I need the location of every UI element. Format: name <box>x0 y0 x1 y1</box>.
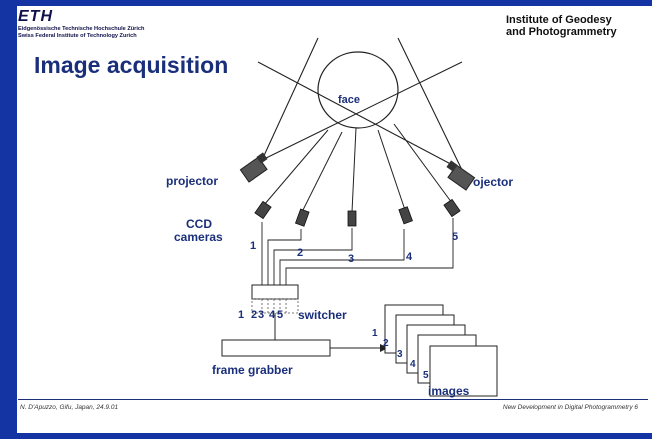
footer-author: N. D'Apuzzo, Gifu, Japan, 24.9.01 <box>20 404 119 411</box>
institute-name: Institute of Geodesy and Photogrammetry <box>506 14 646 38</box>
institute-line-2: and Photogrammetry <box>506 26 617 38</box>
image-frame-5 <box>429 345 498 397</box>
projector-right-label: ojector <box>473 175 513 189</box>
frame-grabber-label: frame grabber <box>212 363 293 377</box>
switcher-ports-box <box>251 298 299 314</box>
switcher-box <box>251 284 299 300</box>
camera-2-icon <box>294 208 310 227</box>
images-label: images <box>428 384 470 398</box>
projection-beams <box>257 37 463 171</box>
camera-3-icon <box>347 210 357 227</box>
projector-left-label: projector <box>166 174 218 188</box>
camera-number-3: 3 <box>348 253 354 265</box>
image-stack <box>384 304 498 397</box>
left-beam-inner <box>261 61 463 161</box>
image-number-1: 1 <box>372 328 378 339</box>
camera-4-icon <box>398 206 413 225</box>
top-frame-bar <box>0 0 652 6</box>
switcher-label: switcher <box>298 308 347 322</box>
left-frame-bar <box>0 0 17 439</box>
right-beam-outer <box>397 37 463 171</box>
image-number-4: 4 <box>410 359 416 370</box>
image-number-3: 3 <box>397 349 403 360</box>
projector-right-icon <box>446 160 476 191</box>
camera-number-4: 4 <box>406 251 413 263</box>
switcher-port-1: 1 <box>238 309 244 321</box>
eth-logo: ETH <box>18 8 53 25</box>
frame-grabber-box <box>221 339 331 357</box>
camera-1-icon <box>254 200 272 220</box>
camera-number-2: 2 <box>297 247 303 259</box>
university-name: Eidgenössische Technische Hochschule Zür… <box>18 26 144 40</box>
ccd-label-line-2: cameras <box>174 230 223 244</box>
camera-cables <box>261 218 454 285</box>
university-line-2: Swiss Federal Institute of Technology Zu… <box>18 33 137 39</box>
footer-talk-title: New Development in Digital Photogrammetr… <box>502 404 638 411</box>
left-beam-outer <box>261 37 319 161</box>
camera-5-icon <box>443 198 461 218</box>
institute-line-1: Institute of Geodesy <box>506 14 612 26</box>
face-label: face <box>338 94 360 106</box>
switcher-port-4: 4 <box>269 309 276 321</box>
image-number-5: 5 <box>423 370 429 381</box>
ccd-label-line-1: CCD <box>186 217 212 231</box>
face-outline <box>317 51 399 129</box>
camera-number-5: 5 <box>452 231 458 243</box>
camera-number-1: 1 <box>250 240 256 252</box>
footer-divider <box>18 399 648 400</box>
right-beam-inner <box>257 61 463 171</box>
image-number-2: 2 <box>383 338 389 349</box>
switcher-port-2: 2 <box>251 309 257 321</box>
switcher-port-3: 3 <box>258 309 264 321</box>
camera-rays <box>263 123 453 213</box>
slide-title: Image acquisition <box>34 52 229 78</box>
bottom-frame-bar <box>0 433 652 439</box>
switcher-port-5: 5 <box>277 309 283 321</box>
university-line-1: Eidgenössische Technische Hochschule Zür… <box>18 26 145 32</box>
projector-left-icon <box>239 152 268 183</box>
